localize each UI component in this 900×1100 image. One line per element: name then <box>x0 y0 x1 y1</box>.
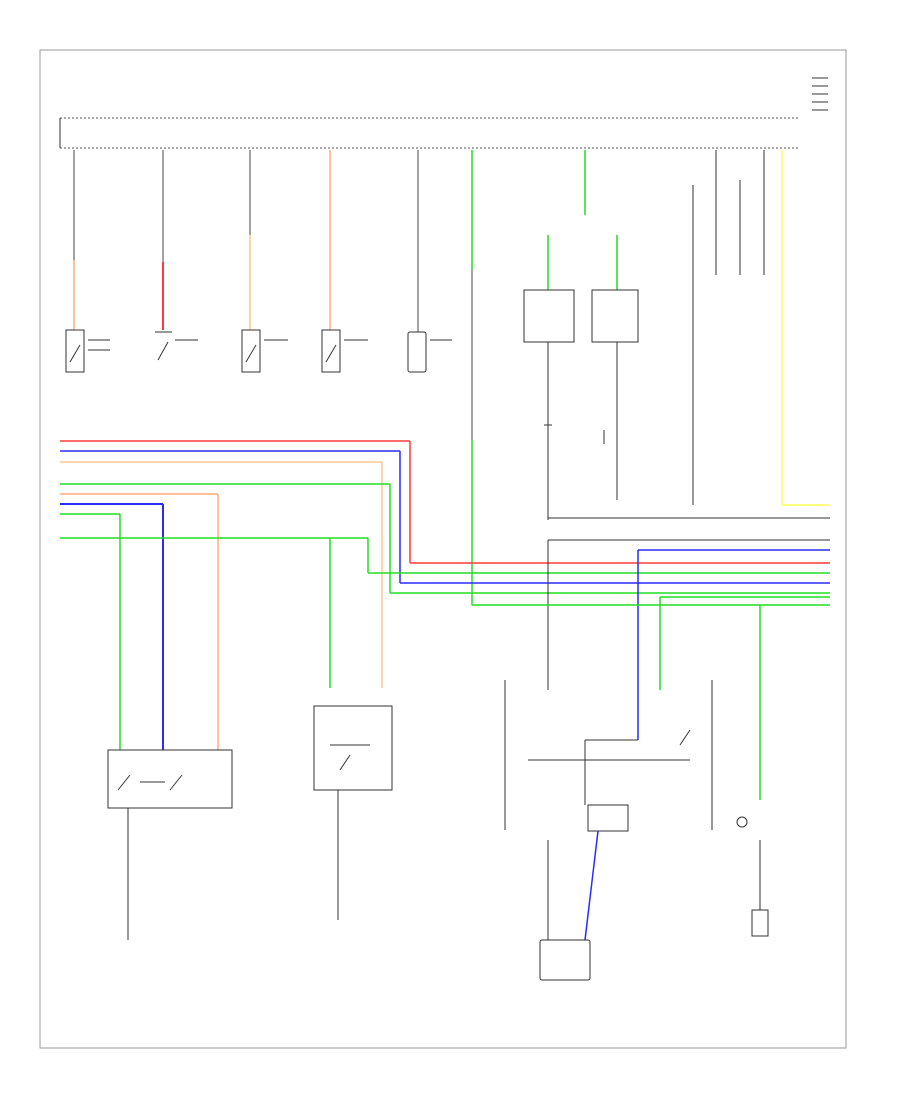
right-connectors <box>548 150 830 519</box>
switch-1 <box>65 329 110 373</box>
relay-mid <box>313 705 393 920</box>
motor-block <box>504 680 713 981</box>
bulb <box>736 816 769 937</box>
harness-right <box>472 539 830 800</box>
switch-4 <box>321 329 368 373</box>
module-c <box>591 235 639 500</box>
harness-left <box>60 440 830 755</box>
switch-2 <box>155 331 198 361</box>
module-a <box>407 331 452 373</box>
top-bus <box>59 117 800 149</box>
module-b <box>523 235 575 520</box>
switch-3 <box>241 329 288 373</box>
relay-left <box>107 749 233 940</box>
legend-top-right <box>812 77 828 111</box>
switch-drops <box>73 150 586 335</box>
diagram-frame <box>39 49 847 1049</box>
